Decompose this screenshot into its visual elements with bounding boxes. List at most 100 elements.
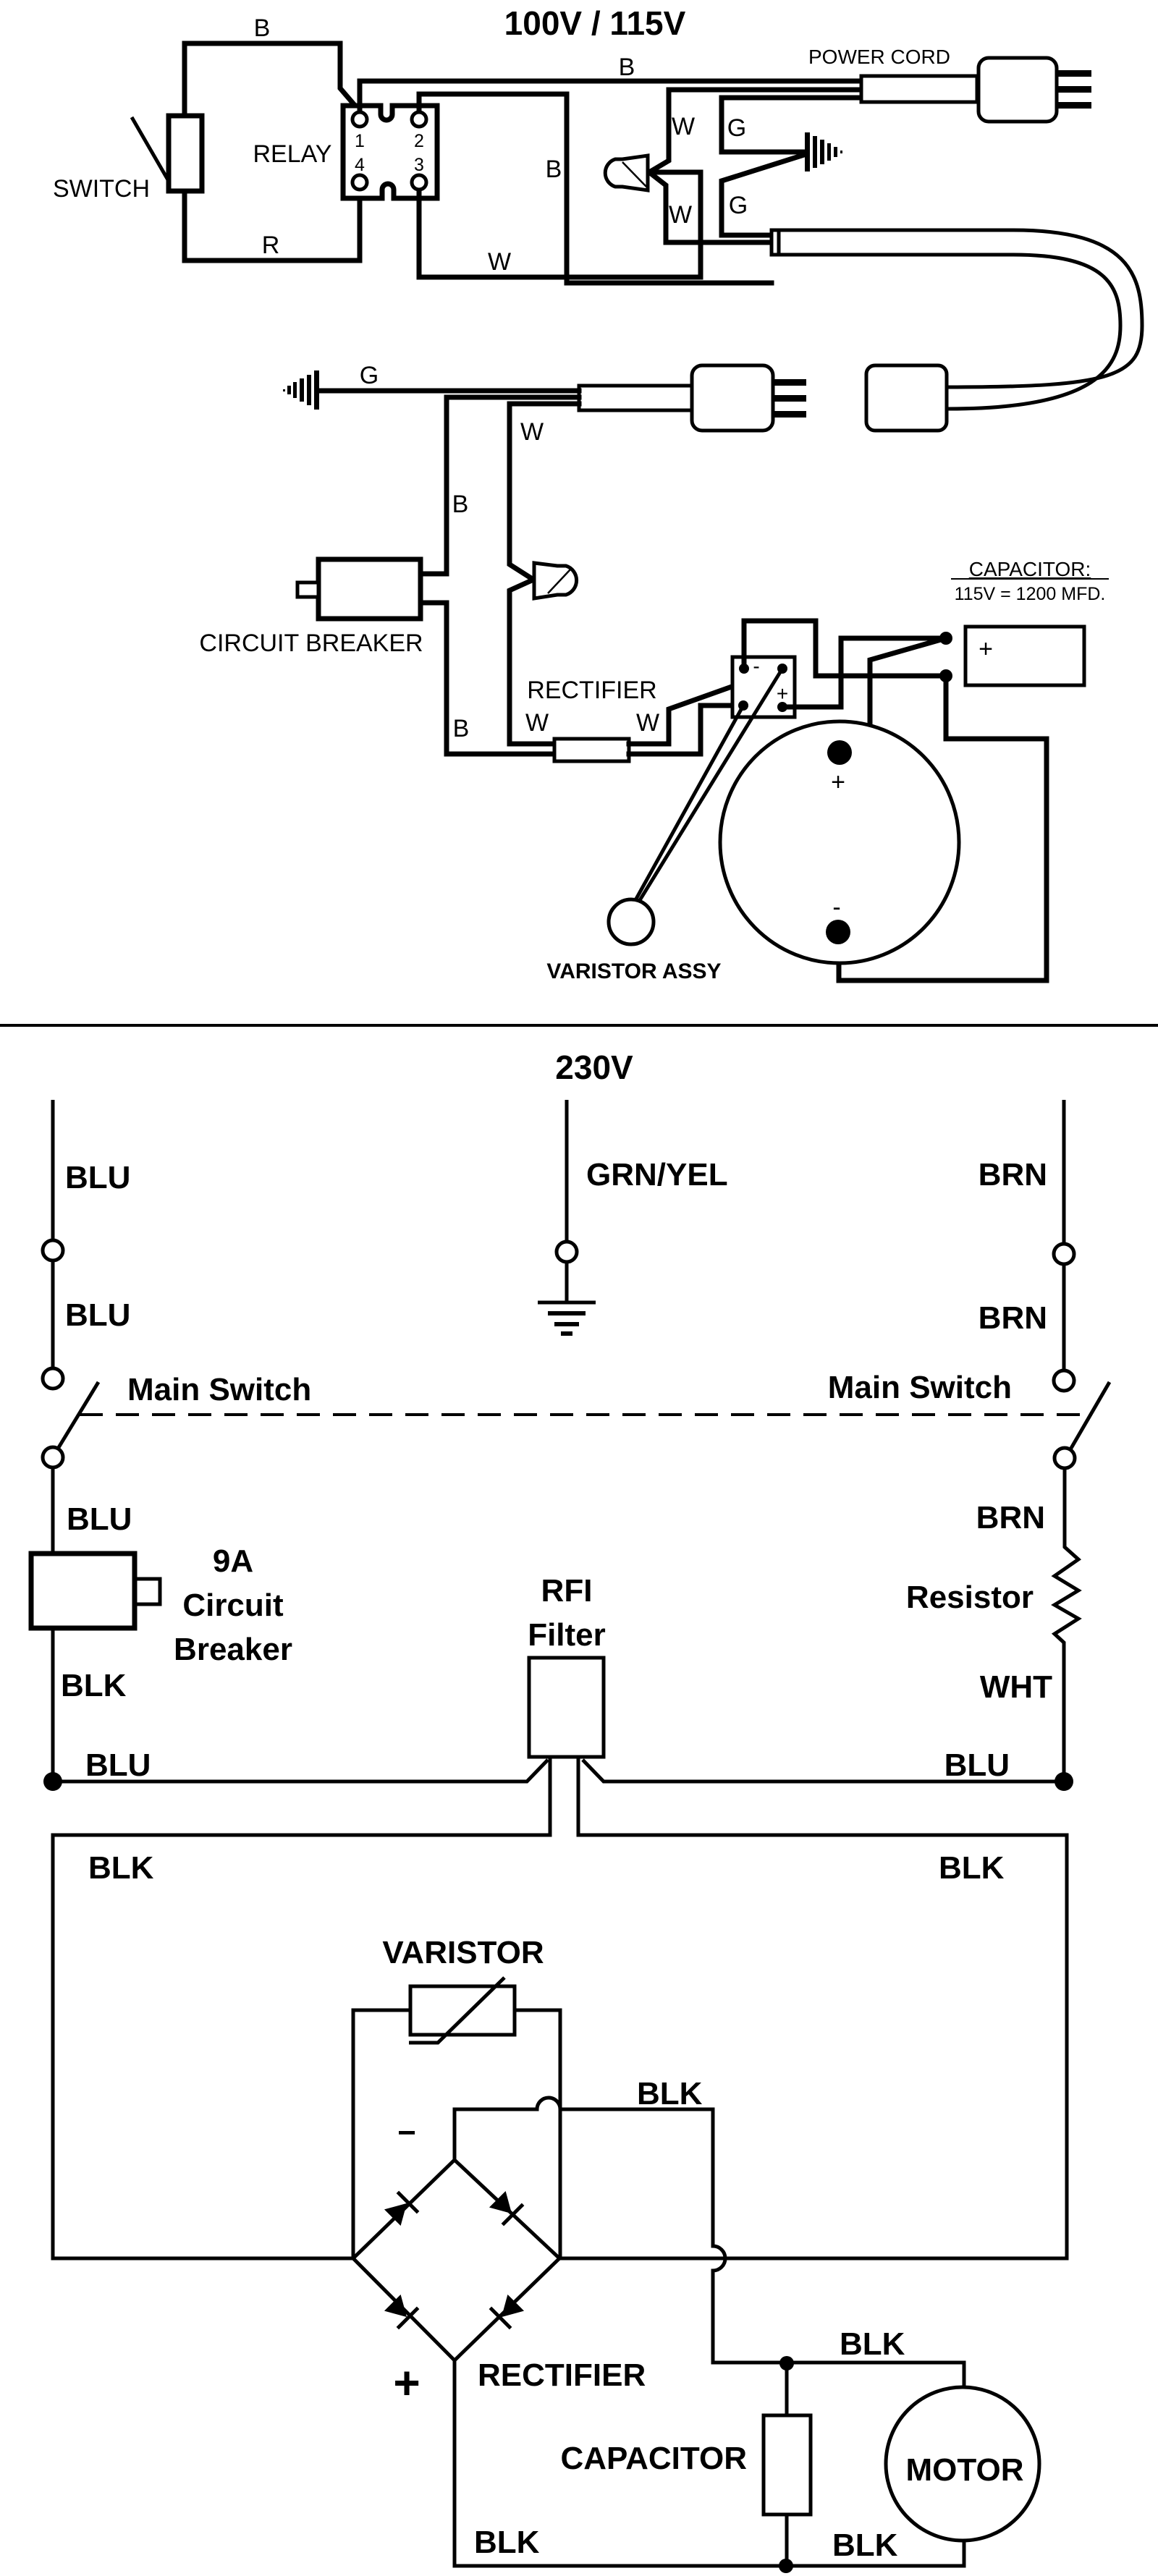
wire-lead-b-lower	[418, 600, 557, 757]
switch-body	[166, 113, 205, 194]
wire-right-blu-bus	[581, 1758, 1064, 1784]
rfi-filter-body	[527, 1656, 606, 1759]
left-terminal-3	[41, 1445, 65, 1470]
wire-cord-g-upper	[719, 95, 864, 155]
inlet-plug-body	[690, 363, 775, 433]
rectifier-minus-label: −	[397, 2115, 416, 2151]
circuit-breaker-body	[316, 556, 423, 622]
diode-lower-left-icon	[384, 2294, 420, 2330]
wire-relay-pin3-w	[416, 169, 703, 280]
wire-label-resistor-w-right: W	[636, 709, 659, 737]
bottom-diagram-title: 230V	[555, 1048, 633, 1086]
switch-label: SWITCH	[53, 175, 150, 203]
label-motor-top-blk: BLK	[840, 2326, 905, 2362]
chassis-ground-icon	[805, 132, 842, 171]
motor-terminal-minus	[826, 920, 850, 944]
top-capacitor-plus: +	[979, 635, 993, 663]
rfi-label-line2: Filter	[528, 1617, 606, 1653]
label-left-blu-bus: BLU	[85, 1747, 151, 1783]
top-capacitor-body	[963, 624, 1086, 687]
bottom-circuit-breaker-button	[133, 1577, 162, 1606]
earth-ground-icon	[538, 1300, 596, 1336]
wire-label-relay-cord-b: B	[619, 54, 635, 81]
label-right-brn-2: BRN	[979, 1300, 1047, 1336]
left-junction-dot	[43, 1772, 62, 1791]
top-capacitor: + CAPACITOR: 115V = 1200 MFD.	[951, 558, 1109, 687]
wire-label-ground-g: G	[360, 362, 379, 389]
top-rectifier-label: RECTIFIER	[527, 677, 656, 704]
wire-rect-minus-cap	[741, 618, 949, 679]
relay-pin-4	[350, 173, 369, 192]
relay-pin-3	[410, 173, 428, 192]
label-rect-top-blk: BLK	[637, 2076, 703, 2111]
top-diagram-115v: 100V / 115V SWITCH B R 1 2 3 4 RELAY B	[53, 4, 1144, 983]
wire-switch-relay-r	[182, 188, 363, 263]
varistor: VARISTOR	[351, 1935, 562, 2258]
left-terminal-2	[41, 1366, 65, 1391]
wire-label-w-upper: W	[672, 113, 695, 140]
varistor-body	[408, 1984, 517, 2037]
top-diagram-title: 100V / 115V	[504, 4, 686, 42]
label-grn-yel: GRN/YEL	[586, 1157, 728, 1192]
wire-left-blu-bus	[53, 1758, 549, 1784]
bottom-motor-body	[884, 2385, 1041, 2543]
circuit-breaker-label: CIRCUIT BREAKER	[199, 630, 423, 657]
wire-label-g-upper: G	[727, 114, 746, 142]
machine-inlet-plug	[577, 363, 806, 433]
varistor-lead-2	[638, 667, 785, 902]
right-terminal-3	[1052, 1446, 1077, 1470]
label-rect-bottom-blk: BLK	[474, 2525, 540, 2560]
switch: SWITCH	[53, 113, 205, 203]
top-motor-body	[718, 719, 961, 965]
power-cord-plug: POWER CORD	[808, 46, 1091, 124]
label-left-blk: BLK	[61, 1668, 127, 1703]
rfi-filter: RFI Filter	[527, 1573, 606, 1759]
label-left-blu-3: BLU	[67, 1501, 132, 1537]
wire-label-b: B	[254, 14, 271, 42]
varistor-assy-label: VARISTOR ASSY	[546, 959, 721, 983]
relay-pin-4-label: 4	[355, 155, 365, 175]
breaker-label-line1: Circuit	[182, 1588, 284, 1623]
power-cord-label: POWER CORD	[808, 46, 950, 68]
capacitor-spec: 115V = 1200 MFD.	[955, 584, 1106, 604]
wire-cord-g-lower	[719, 151, 810, 238]
capacitor-title: CAPACITOR:	[969, 558, 1091, 580]
left-terminal-1	[41, 1238, 65, 1263]
varistor-assy	[607, 897, 656, 946]
extension-cord	[769, 228, 1144, 433]
wire-label-lead-b-lower: B	[453, 715, 470, 742]
inline-resistor	[552, 737, 631, 763]
wire-lead-b-upper	[418, 394, 582, 577]
bottom-capacitor: CAPACITOR	[561, 2363, 813, 2566]
wire-rect-neg-motor	[452, 2096, 966, 2386]
resistor-zigzag	[1051, 1468, 1082, 1781]
wire-label-r: R	[262, 232, 280, 259]
motor-plus-label: +	[831, 768, 845, 796]
wire-cap-motor-minus	[836, 673, 1049, 983]
wire-label-w-lower: W	[669, 201, 692, 229]
relay-pin-3-label: 3	[414, 155, 424, 175]
wire-loop-right-blk	[559, 1758, 1069, 2261]
label-loop-left-blk: BLK	[88, 1850, 154, 1886]
label-right-wht: WHT	[980, 1669, 1052, 1705]
motor-minus-label: -	[832, 894, 840, 921]
relay-pin-1-label: 1	[355, 131, 365, 151]
bottom-rectifier-label: RECTIFIER	[478, 2357, 646, 2393]
switch-lever	[130, 116, 172, 184]
bottom-capacitor-label: CAPACITOR	[561, 2441, 748, 2476]
wire-rect-pos-motor	[452, 2360, 966, 2568]
right-terminal-2	[1052, 1368, 1076, 1393]
power-cord-plug-body	[976, 56, 1059, 124]
diode-lower-right-icon	[489, 2294, 525, 2330]
label-left-blu-1: BLU	[65, 1160, 130, 1195]
rfi-label-line1: RFI	[541, 1573, 593, 1609]
diode-upper-right-icon	[489, 2190, 525, 2227]
left-switch-lever	[56, 1381, 101, 1450]
bottom-motor: MOTOR	[884, 2385, 1041, 2543]
cord-inner	[773, 253, 1123, 411]
relay-pin-2	[410, 110, 428, 129]
bridge-diamond	[350, 2157, 562, 2363]
wire-nut-connector	[603, 153, 650, 192]
relay: 1 2 3 4 RELAY	[253, 103, 440, 201]
cap-terminal-minus	[939, 669, 952, 682]
